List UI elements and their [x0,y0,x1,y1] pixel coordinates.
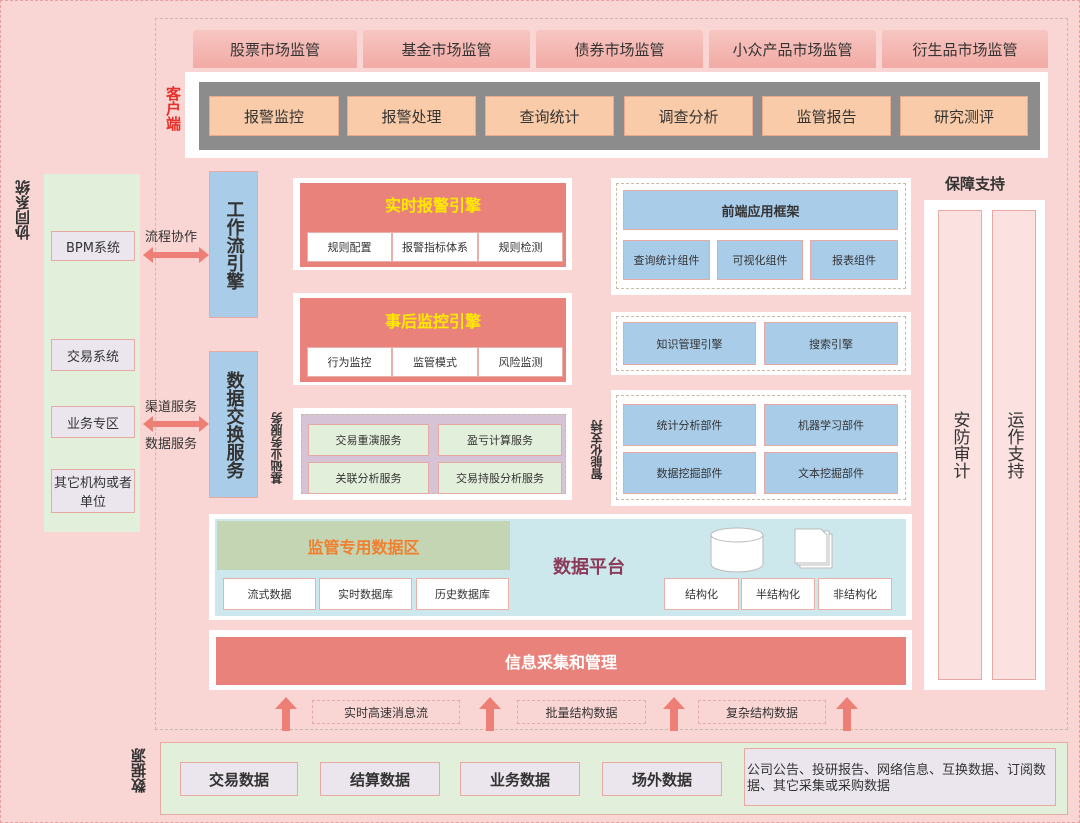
realtime-engine-title: 实时报警引擎 [384,196,481,215]
report-button[interactable]: 监管报告 [762,96,891,136]
trade-replay-service[interactable]: 交易重演服务 [308,424,429,456]
regulatory-data-zone[interactable]: 监管专用数据区 [217,521,510,570]
double-arrow-icon [143,416,209,432]
up-arrow-icon [836,697,858,731]
double-arrow-icon [143,247,209,263]
data-exchange-service[interactable]: 数据交换服务 [209,351,258,498]
pnl-service[interactable]: 盈亏计算服务 [438,424,562,456]
search-engine[interactable]: 搜索引擎 [764,322,898,365]
workflow-engine[interactable]: 工作流引擎 [209,171,258,318]
realtime-db[interactable]: 实时数据库 [319,578,412,610]
tab-bond[interactable]: 债券市场监管 [536,30,703,68]
semi-structured[interactable]: 半结构化 [741,578,815,610]
mining-part[interactable]: 数据挖掘部件 [623,452,756,494]
document-icon [794,528,833,569]
rule-config[interactable]: 规则配置 [307,232,392,262]
ml-part[interactable]: 机器学习部件 [764,404,898,446]
batch-structured-data: 批量结构数据 [517,700,646,724]
report-component[interactable]: 报表组件 [810,240,898,280]
business-zone[interactable]: 业务专区 [51,406,135,438]
client-label: 客户端 [164,86,182,131]
holding-analysis-service[interactable]: 交易持股分析服务 [438,462,562,494]
regulation-mode[interactable]: 监管模式 [392,347,478,377]
tab-derivative[interactable]: 衍生品市场监管 [882,30,1048,68]
security-audit[interactable]: 安防审计 [938,210,982,680]
channel-label: 渠道服务 [145,400,198,415]
other-institutions[interactable]: 其它机构或者单位 [51,469,135,513]
tab-niche[interactable]: 小众产品市场监管 [709,30,876,68]
behavior-monitor[interactable]: 行为监控 [307,347,392,377]
smart-group [616,395,906,500]
settlement-data[interactable]: 结算数据 [320,762,440,796]
tab-fund[interactable]: 基金市场监管 [363,30,530,68]
up-arrow-icon [663,697,685,731]
knowledge-engine[interactable]: 知识管理引擎 [623,322,756,365]
data-source-label: 数据源 [130,748,148,793]
alarm-monitor-button[interactable]: 报警监控 [209,96,339,136]
post-engine-title: 事后监控引擎 [384,312,481,331]
query-stats-button[interactable]: 查询统计 [485,96,614,136]
bpm-system[interactable]: BPM系统 [51,231,135,261]
history-db[interactable]: 历史数据库 [416,578,509,610]
research-button[interactable]: 研究测评 [900,96,1028,136]
unstructured[interactable]: 非结构化 [818,578,892,610]
complex-structured-data: 复杂结构数据 [698,700,826,724]
business-data[interactable]: 业务数据 [460,762,580,796]
engines2-group [616,316,906,371]
stats-part[interactable]: 统计分析部件 [623,404,756,446]
rule-detection[interactable]: 规则检测 [478,232,563,262]
client-bar [199,82,1040,150]
process-label: 流程协作 [145,230,198,245]
frontend-group [616,183,906,289]
data-platform-title: 数据平台 [553,557,625,578]
risk-monitor[interactable]: 风险监测 [478,347,563,377]
structured[interactable]: 结构化 [664,578,739,610]
otc-data[interactable]: 场外数据 [602,762,722,796]
info-collection[interactable]: 信息采集和管理 [216,637,906,685]
collab-label: 协同系统 [14,180,32,240]
relation-analysis-service[interactable]: 关联分析服务 [308,462,429,494]
main-frame [155,18,1068,730]
visual-component[interactable]: 可视化组件 [717,240,803,280]
trade-system[interactable]: 交易系统 [51,339,135,371]
text-mining-part[interactable]: 文本挖掘部件 [764,452,898,494]
data-service-label: 数据服务 [145,437,198,452]
alarm-index-system[interactable]: 报警指标体系 [392,232,478,262]
tab-stock[interactable]: 股票市场监管 [193,30,357,68]
investigation-button[interactable]: 调查分析 [624,96,753,136]
up-arrow-icon [275,697,297,731]
guarantee-label: 保障支持 [945,175,1006,193]
alarm-handle-button[interactable]: 报警处理 [347,96,476,136]
realtime-message-flow: 实时高速消息流 [312,700,460,724]
basic-services-label: 基础业务服务 [270,412,284,484]
stream-data[interactable]: 流式数据 [223,578,316,610]
up-arrow-icon [479,697,501,731]
query-component[interactable]: 查询统计组件 [623,240,710,280]
database-icon [710,527,764,573]
frontend-framework[interactable]: 前端应用框架 [623,190,898,230]
other-data[interactable]: 公司公告、投研报告、网络信息、互换数据、订阅数据、其它采集或采购数据 [744,748,1056,806]
smart-label: 智能化支持 [590,420,604,480]
trade-data[interactable]: 交易数据 [180,762,298,796]
operation-support[interactable]: 运作支持 [992,210,1036,680]
